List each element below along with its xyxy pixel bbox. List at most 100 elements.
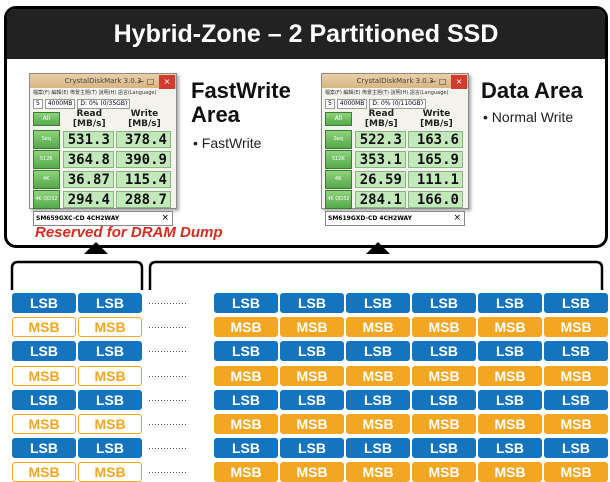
write-value: 378.4 bbox=[115, 130, 171, 148]
runs-select[interactable]: 5 bbox=[33, 98, 43, 109]
read-value: 294.4 bbox=[62, 190, 114, 208]
write-value: 165.9 bbox=[407, 150, 463, 168]
lsb-page-cell: LSB bbox=[478, 438, 542, 459]
msb-page-cell: MSB bbox=[78, 365, 142, 386]
maximize-icon[interactable]: □ bbox=[438, 77, 447, 86]
all-button[interactable]: All bbox=[325, 112, 352, 126]
size-select[interactable]: 4000MB bbox=[336, 98, 368, 109]
row-ellipsis: ············· bbox=[148, 394, 187, 405]
lsb-page-cell: LSB bbox=[214, 389, 278, 410]
msb-page-cell: MSB bbox=[412, 317, 476, 338]
device-field[interactable]: SM619GXD-CD 4CH2WAY × bbox=[325, 211, 465, 226]
msb-page-cell: MSB bbox=[214, 462, 278, 482]
msb-page-cell: MSB bbox=[78, 317, 142, 338]
minimize-icon[interactable]: − bbox=[137, 77, 145, 86]
msb-page-cell: MSB bbox=[346, 462, 410, 482]
msb-page-cell: MSB bbox=[346, 365, 410, 386]
window-menu[interactable]: 檔案(F) 編輯(E) 佈景主題(T) 說明(H) 語言(Language) bbox=[325, 90, 449, 96]
msb-page-cell: MSB bbox=[12, 365, 76, 386]
benchmark-window-data: CrystalDiskMark 3.0.3 − □ × 檔案(F) 編輯(E) … bbox=[321, 73, 469, 226]
row-ellipsis: ············· bbox=[148, 322, 187, 333]
header-row: All Read [MB/s] Write [MB/s] bbox=[322, 109, 468, 129]
result-row: 512K 364.8 390.9 bbox=[30, 149, 176, 169]
lsb-page-cell: LSB bbox=[478, 341, 542, 362]
msb-page-cell: MSB bbox=[412, 414, 476, 434]
lsb-page-cell: LSB bbox=[214, 293, 278, 313]
fastwrite-area-title: FastWrite Area bbox=[191, 79, 291, 127]
lsb-page-cell: LSB bbox=[412, 389, 476, 410]
lsb-page-cell: LSB bbox=[214, 438, 278, 459]
close-icon[interactable]: × bbox=[159, 75, 175, 89]
size-select[interactable]: 4000MB bbox=[44, 98, 76, 109]
fastwrite-bullet: • FastWrite bbox=[193, 135, 262, 151]
msb-page-cell: MSB bbox=[280, 414, 344, 434]
msb-page-cell: MSB bbox=[544, 365, 608, 386]
test-button[interactable]: 512K bbox=[325, 149, 352, 169]
result-row: 4K 26.59 111.1 bbox=[322, 169, 468, 189]
window-title: CrystalDiskMark 3.0.3 bbox=[64, 77, 142, 85]
write-header: Write [MB/s] bbox=[128, 109, 161, 129]
msb-page-cell: MSB bbox=[214, 317, 278, 338]
lsb-page-cell: LSB bbox=[280, 438, 344, 459]
msb-page-cell: MSB bbox=[12, 414, 76, 434]
lsb-page-cell: LSB bbox=[412, 341, 476, 362]
left-group-bracket bbox=[10, 260, 144, 290]
msb-page-cell: MSB bbox=[478, 365, 542, 386]
test-button[interactable]: Seq bbox=[33, 129, 60, 149]
window-options: 5 4000MB D: 0% (0/110GB) bbox=[322, 98, 468, 109]
diagram-title: Hybrid-Zone – 2 Partitioned SSD bbox=[7, 9, 605, 59]
window-menu[interactable]: 檔案(F) 編輯(E) 佈景主題(T) 說明(H) 語言(Language) bbox=[33, 90, 157, 96]
lsb-page-cell: LSB bbox=[12, 389, 76, 410]
drive-select[interactable]: D: 0% (0/35GB) bbox=[77, 98, 131, 109]
test-button[interactable]: Seq bbox=[325, 129, 352, 149]
window-titlebar: CrystalDiskMark 3.0.3 − □ × bbox=[322, 74, 468, 89]
lsb-page-cell: LSB bbox=[78, 341, 142, 362]
window-controls: − □ × bbox=[430, 75, 467, 89]
read-header: Read [MB/s] bbox=[364, 109, 398, 129]
msb-page-cell: MSB bbox=[12, 317, 76, 338]
read-value: 531.3 bbox=[62, 130, 114, 148]
test-button[interactable]: 4K QD32 bbox=[33, 189, 60, 209]
lsb-page-cell: LSB bbox=[12, 293, 76, 313]
write-header: Write [MB/s] bbox=[420, 109, 453, 129]
lsb-page-cell: LSB bbox=[478, 389, 542, 410]
all-button[interactable]: All bbox=[33, 112, 60, 126]
right-group-bracket bbox=[148, 260, 604, 290]
reserved-note: Reserved for DRAM Dump bbox=[35, 224, 223, 241]
write-value: 163.6 bbox=[407, 130, 463, 148]
pointer-arrow-right bbox=[366, 242, 390, 254]
msb-page-cell: MSB bbox=[280, 462, 344, 482]
msb-page-cell: MSB bbox=[78, 462, 142, 482]
write-value: 166.0 bbox=[407, 190, 463, 208]
read-header: Read [MB/s] bbox=[72, 109, 106, 129]
header-row: All Read [MB/s] Write [MB/s] bbox=[30, 109, 176, 129]
lsb-page-cell: LSB bbox=[544, 438, 608, 459]
msb-page-cell: MSB bbox=[544, 414, 608, 434]
lsb-page-cell: LSB bbox=[544, 341, 608, 362]
device-field[interactable]: SM659GXC-CD 4CH2WAY × bbox=[33, 211, 173, 226]
lsb-page-cell: LSB bbox=[346, 389, 410, 410]
write-value: 115.4 bbox=[115, 170, 171, 188]
msb-page-cell: MSB bbox=[478, 462, 542, 482]
test-button[interactable]: 4K QD32 bbox=[325, 189, 352, 209]
test-button[interactable]: 4K bbox=[325, 169, 352, 189]
test-button[interactable]: 4K bbox=[33, 169, 60, 189]
row-ellipsis: ············· bbox=[148, 467, 187, 478]
clear-icon[interactable]: × bbox=[453, 213, 461, 223]
write-value: 390.9 bbox=[115, 150, 171, 168]
lsb-page-cell: LSB bbox=[78, 438, 142, 459]
window-controls: − □ × bbox=[138, 75, 175, 89]
lsb-page-cell: LSB bbox=[544, 293, 608, 313]
test-button[interactable]: 512K bbox=[33, 149, 60, 169]
msb-page-cell: MSB bbox=[280, 365, 344, 386]
runs-select[interactable]: 5 bbox=[325, 98, 335, 109]
clear-icon[interactable]: × bbox=[161, 213, 169, 223]
read-value: 522.3 bbox=[354, 130, 406, 148]
msb-page-cell: MSB bbox=[544, 462, 608, 482]
row-ellipsis: ············· bbox=[148, 443, 187, 454]
close-icon[interactable]: × bbox=[451, 75, 467, 89]
drive-select[interactable]: D: 0% (0/110GB) bbox=[369, 98, 427, 109]
maximize-icon[interactable]: □ bbox=[146, 77, 155, 86]
minimize-icon[interactable]: − bbox=[429, 77, 437, 86]
window-options: 5 4000MB D: 0% (0/35GB) bbox=[30, 98, 176, 109]
